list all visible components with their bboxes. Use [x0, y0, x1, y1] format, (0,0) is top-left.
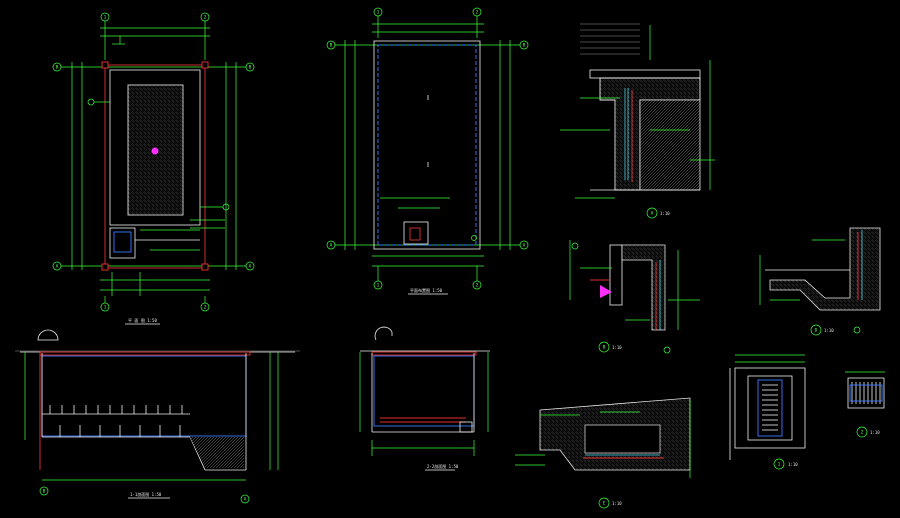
detail-label: B [603, 345, 606, 351]
detail-1-bubble [773, 458, 785, 470]
detail-label: 1 [778, 462, 781, 468]
axis-label: 2 [204, 15, 207, 21]
axis-bubble-bottom-b [39, 486, 49, 496]
detail-a-bubble [646, 207, 658, 219]
axis-label: 1 [377, 10, 380, 16]
detail-label: D [815, 328, 818, 334]
detail-2-bubble [856, 426, 868, 438]
plan-view-2: 1 2 B A B A 1 2 平面布置图 1:50 [326, 7, 529, 295]
axis-label: A [244, 497, 247, 503]
step-ticks [49, 405, 183, 437]
detail-d: D 1:10 [759, 227, 881, 336]
plan-view-1: 1 2 B A B A [52, 12, 255, 325]
detail-b: B 1:10 [569, 240, 700, 354]
detail-a: A 1:10 [560, 23, 715, 219]
axis-label: A [523, 243, 526, 249]
detail-b-bubble [598, 341, 610, 353]
detail-scale: 1:10 [788, 462, 798, 467]
drain-marker [151, 147, 159, 155]
plan-1-caption: 平 面 图 1:50 [128, 317, 157, 323]
axis-label: B [249, 65, 252, 71]
detail-label: 2 [861, 430, 864, 436]
section-2-caption: 2-2剖面图 1:50 [427, 463, 459, 469]
axis-label: B [330, 43, 333, 49]
detail-scale: 1:10 [612, 501, 622, 506]
axis-bubble-bottom-a [240, 494, 250, 504]
axis-label: B [56, 65, 59, 71]
axis-label: A [56, 264, 59, 270]
detail-d-bubble [810, 324, 822, 336]
axis-label: 1 [377, 283, 380, 289]
axis-label: 2 [204, 305, 207, 311]
axis-label: A [330, 243, 333, 249]
detail-label: A [651, 211, 654, 217]
detail-scale: 1:10 [612, 345, 622, 350]
detail-label: E [603, 501, 606, 507]
axis-label: A [249, 264, 252, 270]
grating-bars-small [851, 382, 881, 404]
grating-bars [762, 384, 778, 431]
detail-1: 1 1:10 [729, 354, 806, 470]
axis-label: 2 [476, 10, 479, 16]
axis-label: 2 [476, 283, 479, 289]
section-view-1: B A 1-1剖面图 1:50 [15, 329, 300, 504]
detail-e: E 1:10 [515, 397, 691, 509]
section-view-2: 2-2剖面图 1:50 [359, 326, 490, 471]
axis-label: 1 [104, 305, 107, 311]
detail-e-bubble [598, 497, 610, 509]
axis-label: 1 [104, 15, 107, 21]
detail-scale: 1:10 [660, 211, 670, 216]
axis-label: B [523, 43, 526, 49]
detail-scale: 1:10 [824, 328, 834, 333]
section-1-caption: 1-1剖面图 1:50 [130, 491, 162, 497]
detail-2: 2 1:10 [845, 371, 885, 438]
plan-2-caption: 平面布置图 1:50 [410, 287, 443, 293]
axis-label: B [43, 489, 46, 495]
detail-scale: 1:10 [870, 430, 880, 435]
